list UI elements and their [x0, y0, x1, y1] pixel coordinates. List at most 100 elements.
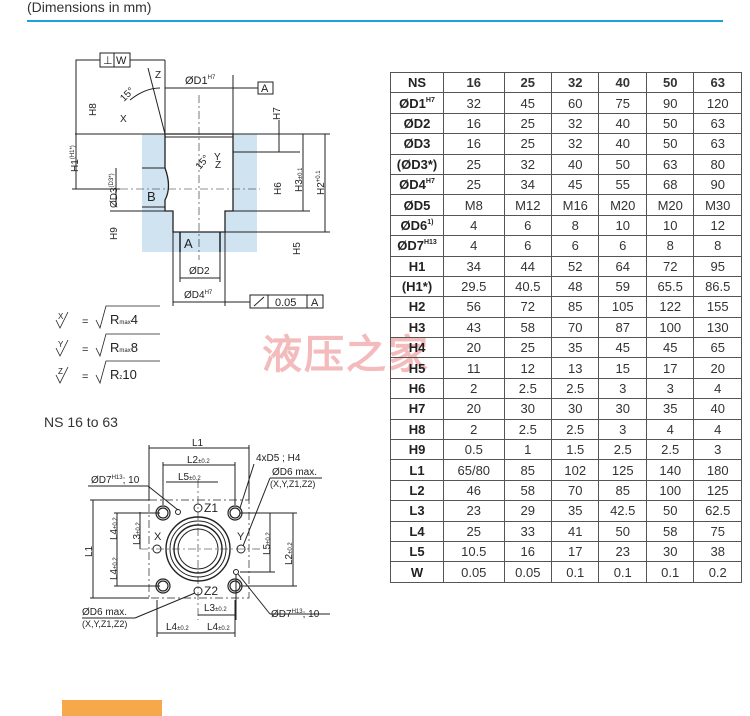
row-label: H4	[408, 340, 426, 356]
perpendicularity-ref: W	[116, 55, 127, 67]
row-label-cell: ØD1H7	[390, 92, 444, 114]
table-cell: 95	[693, 255, 742, 277]
table-cell: 59	[598, 275, 647, 298]
tolerance: ±0.2	[288, 542, 294, 554]
svg-text:L4±0.2: L4±0.2	[207, 622, 230, 633]
table-cell: 4	[645, 418, 695, 441]
port-y-label: Y	[237, 531, 245, 543]
table-cell: 16	[443, 112, 505, 135]
table-cell: 63	[693, 133, 742, 155]
table-cell: 10	[598, 214, 647, 237]
h5-label: H5	[292, 242, 303, 255]
table-cell: 0.05	[503, 561, 553, 583]
table-cell: 30	[551, 398, 600, 420]
roughness-sub: max	[119, 320, 130, 326]
h2-label: H2	[316, 182, 327, 195]
table-cell: 34	[503, 173, 553, 196]
table-cell: 43	[443, 316, 505, 339]
table-cell: 50	[645, 112, 695, 135]
svg-text:=: =	[82, 316, 88, 328]
table-cell: M20	[645, 194, 695, 216]
table-cell: 0.2	[693, 561, 742, 583]
table-cell: 100	[645, 479, 695, 502]
row-label-cell: ØD7H13	[390, 235, 444, 257]
table-cell: M8	[443, 194, 505, 216]
row-label-cell: H9	[390, 439, 444, 461]
tolerance: ±0.2	[266, 532, 272, 544]
table-cell: 4	[443, 235, 505, 257]
row-label-cell: ØD5	[390, 194, 444, 216]
h3-tolerance: ±0.1	[298, 167, 304, 179]
table-cell: 40	[551, 153, 600, 175]
table-cell: 6	[598, 235, 647, 257]
table-cell: 63	[645, 153, 695, 175]
tolerance: ±0.2	[215, 607, 227, 613]
d6-label-bottom: ØD6 max.	[82, 607, 127, 618]
row-label-cell: H4	[390, 337, 444, 359]
runout-ref: A	[311, 297, 319, 309]
column-header: NS	[390, 71, 444, 94]
h7-label: H7	[272, 107, 283, 120]
table-cell: M12	[503, 194, 553, 216]
row-label-cell: H6	[390, 377, 444, 400]
datum-a-label: A	[261, 83, 269, 95]
table-cell: 65/80	[443, 459, 505, 481]
table-cell: 1.5	[551, 439, 600, 461]
table-cell: 50	[598, 520, 647, 542]
table-cell: 17	[645, 357, 695, 379]
l4-bottom-right: L4	[207, 622, 219, 633]
table-cell: 125	[598, 459, 647, 481]
table-cell: 4	[693, 418, 742, 441]
d5-label: 4xD5 ; H4	[256, 453, 301, 464]
table-cell: 2.5	[645, 439, 695, 461]
table-cell: 90	[693, 173, 742, 196]
roughness-prefix: R	[110, 367, 119, 382]
svg-text:L2±0.2: L2±0.2	[284, 542, 295, 565]
row-label-cell: L5	[390, 540, 444, 563]
svg-text:ØD1H7: ØD1H7	[185, 75, 216, 87]
column-header: 50	[645, 71, 695, 94]
svg-text:Rmax4: Rmax4	[110, 312, 138, 327]
row-label-cell: (ØD3*)	[390, 153, 444, 175]
table-cell: 58	[503, 479, 553, 502]
table-cell: 3	[598, 418, 647, 441]
bolt-holes	[155, 505, 243, 594]
d3-label: ØD3	[109, 187, 120, 208]
svg-text:H3±0.1: H3±0.1	[294, 167, 305, 192]
table-cell: 85	[598, 479, 647, 502]
row-label-cell: H3	[390, 316, 444, 339]
table-cell: 34	[443, 255, 505, 277]
row-label-cell: L3	[390, 500, 444, 522]
row-label-superscript: H13	[423, 239, 437, 247]
row-label: L5	[409, 544, 425, 560]
table-cell: 32	[551, 112, 600, 135]
port-x-label: X	[154, 531, 162, 543]
table-cell: 102	[551, 459, 600, 481]
table-cell: M30	[693, 194, 742, 216]
column-header: 32	[551, 71, 600, 94]
table-cell: 23	[598, 540, 647, 563]
table-cell: 45	[598, 337, 647, 359]
table-cell: 25	[443, 153, 505, 175]
table-cell: 2	[443, 418, 505, 441]
tolerance: ±0.2	[198, 459, 210, 465]
tolerance: ±0.2	[113, 557, 119, 569]
table-cell: 68	[645, 173, 695, 196]
table-cell: 17	[551, 540, 600, 563]
table-cell: 44	[503, 255, 553, 277]
table-cell: 3	[693, 439, 742, 461]
row-label: L2	[409, 483, 425, 498]
table-cell: 29	[503, 500, 553, 522]
table-cell: 15	[598, 357, 647, 379]
table-cell: 2.5	[503, 418, 553, 441]
table-cell: 35	[645, 398, 695, 420]
svg-text:L5±0.2: L5±0.2	[178, 472, 201, 483]
table-cell: 125	[693, 479, 742, 502]
tolerance: ±0.2	[177, 626, 189, 632]
